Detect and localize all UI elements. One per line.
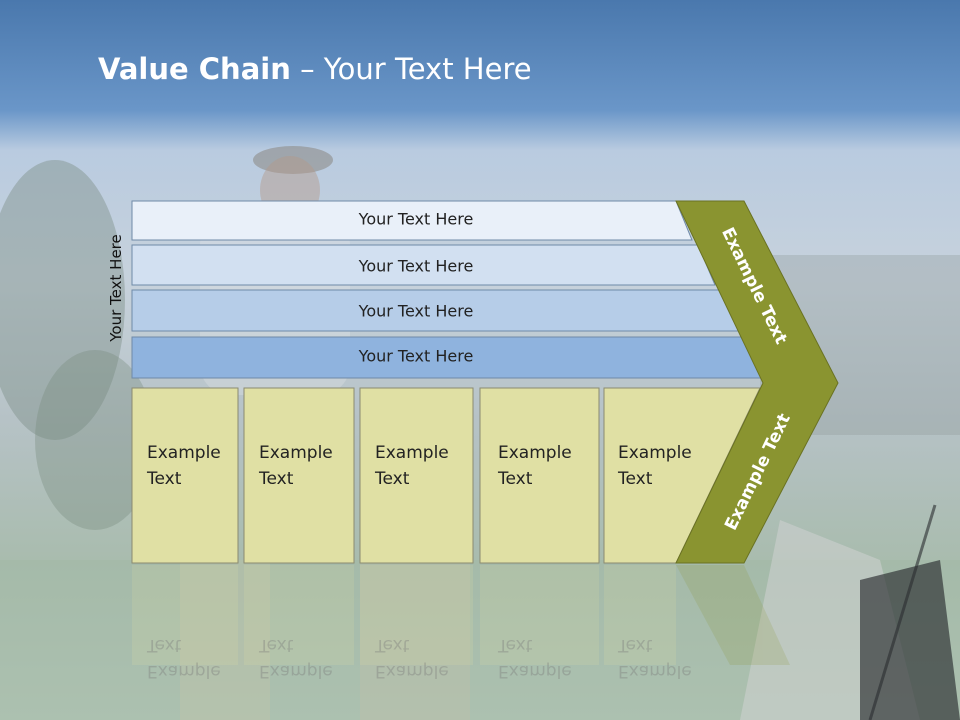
box-1 [131,387,239,564]
band-1 [131,200,693,241]
box-2 [243,387,355,564]
box-3-reflection: Example Text [375,635,449,681]
box-4 [479,387,600,564]
box-1-reflection: Example Text [147,635,221,681]
band-4-label: Your Text Here [358,346,474,366]
box-2-label: Example Text [259,443,333,489]
box-4-label: Example Text [498,443,572,489]
box-5-label: Example Text [618,443,692,489]
reflection [132,565,790,665]
slide-title: Value Chain – Your Text Here [98,52,532,86]
box-1-label: Example Text [147,443,221,489]
box-5-reflection: Example Text [618,635,692,681]
band-2-label: Your Text Here [358,256,474,276]
band-2 [131,244,716,286]
box-2-reflection: Example Text [259,635,333,681]
box-4-reflection: Example Text [498,635,572,681]
box-3-label: Example Text [375,443,449,489]
title-bold: Value Chain [98,52,291,86]
band-3-label: Your Text Here [358,301,474,321]
band-1-label: Your Text Here [358,209,474,229]
chevron-arrow [675,200,839,564]
title-rest: – Your Text Here [290,52,532,86]
box-3 [359,387,474,564]
